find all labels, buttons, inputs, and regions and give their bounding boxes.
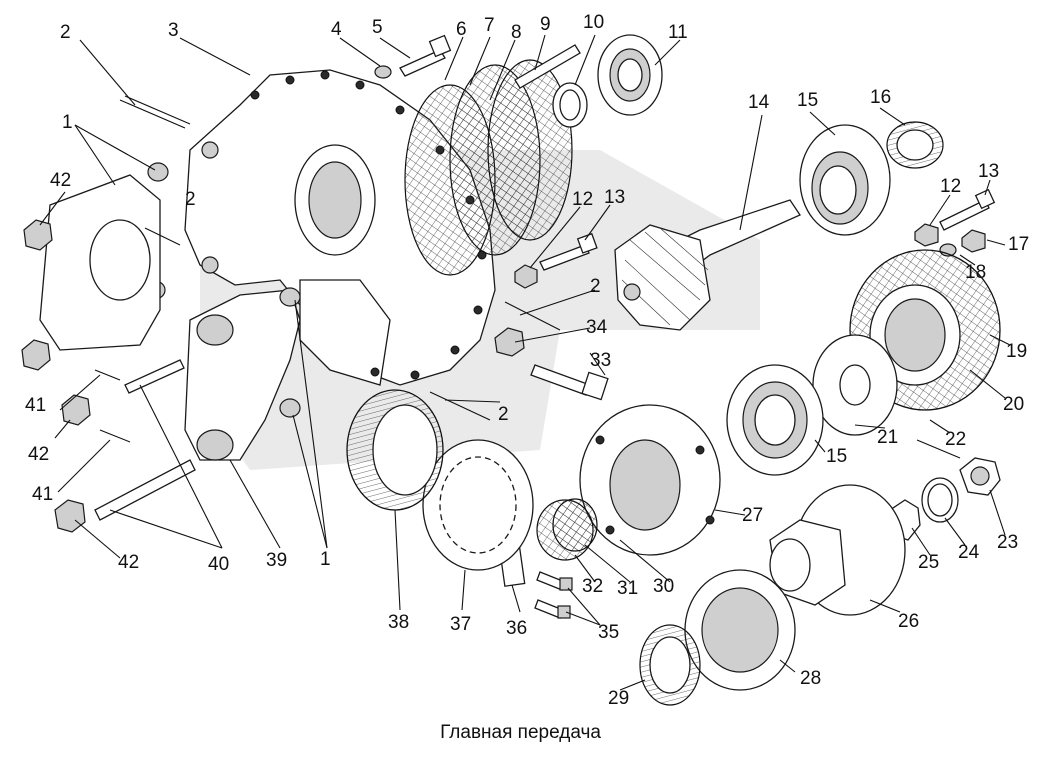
part-bearing-38	[346, 389, 444, 511]
callout-35: 35	[598, 622, 619, 643]
part-seal-28	[684, 569, 796, 691]
callout-14: 14	[748, 92, 770, 113]
callout-36: 36	[506, 618, 527, 639]
callout-1: 1	[320, 549, 331, 570]
part-flange-19	[849, 249, 1001, 411]
callout-34: 34	[586, 317, 608, 338]
callout-19: 19	[1006, 341, 1027, 362]
callout-26: 26	[898, 611, 919, 632]
part-sleeve-29	[639, 624, 701, 706]
callout-28: 28	[800, 668, 821, 689]
callout-20: 20	[1003, 394, 1024, 415]
part-ring	[552, 82, 588, 128]
callout-6: 6	[456, 19, 467, 40]
callout-38: 38	[388, 612, 409, 633]
callout-2: 2	[590, 276, 601, 297]
leader-lines	[39, 34, 1011, 691]
callout-24: 24	[958, 542, 980, 563]
callout-18: 18	[965, 262, 986, 283]
callout-42: 42	[118, 552, 139, 573]
callout-41: 41	[32, 484, 53, 505]
callout-17: 17	[1008, 234, 1029, 255]
part-cover-27	[579, 404, 721, 556]
callout-15: 15	[826, 446, 847, 467]
callout-31: 31	[617, 578, 638, 599]
callout-42: 42	[50, 170, 71, 191]
part-drive-flange-26	[769, 484, 906, 616]
part-bearing-15-upper	[799, 124, 891, 236]
part-sleeve-16	[886, 121, 944, 169]
part-bolts-35	[534, 571, 573, 619]
part-shims	[404, 59, 573, 276]
part-bearing-15-lower	[726, 364, 824, 476]
callout-11: 11	[668, 22, 688, 43]
callout-7: 7	[484, 15, 495, 36]
callout-37: 37	[450, 614, 471, 635]
figure-caption: Главная передача	[440, 722, 601, 743]
callout-3: 3	[168, 20, 179, 41]
callout-21: 21	[877, 427, 898, 448]
part-studs-40	[94, 359, 196, 521]
part-bearing-cap-39	[184, 289, 301, 461]
callout-30: 30	[653, 576, 674, 597]
callout-1: 1	[62, 112, 73, 133]
callout-33: 33	[590, 350, 611, 371]
callout-15: 15	[797, 90, 818, 111]
callout-9: 9	[540, 14, 551, 35]
part-hardware-right	[914, 188, 996, 257]
callout-22: 22	[945, 429, 966, 450]
callout-40: 40	[208, 554, 229, 575]
callout-13: 13	[978, 161, 999, 182]
callout-23: 23	[997, 532, 1018, 553]
part-nut-bolt-upper	[514, 232, 598, 289]
callout-39: 39	[266, 550, 287, 571]
callout-2: 2	[185, 189, 196, 210]
part-splined-disk-21	[812, 334, 898, 436]
callout-25: 25	[918, 552, 939, 573]
part-washer-bolt	[374, 34, 452, 79]
callout-2: 2	[498, 404, 509, 425]
part-seal-rings-30-32	[536, 498, 598, 561]
callout-8: 8	[511, 22, 522, 43]
callout-27: 27	[742, 505, 763, 526]
callout-4: 4	[331, 19, 342, 40]
callout-13: 13	[604, 187, 625, 208]
part-stud	[514, 44, 581, 89]
callout-labels: 1 1 2 2 2 2 3 4 5 6 7 8 9 10 11 12 12 13…	[25, 12, 1029, 709]
part-bearing-11	[597, 34, 663, 116]
callout-2: 2	[60, 22, 71, 43]
part-castle-nuts	[21, 219, 91, 533]
callout-12: 12	[572, 189, 593, 210]
callout-42: 42	[28, 444, 49, 465]
callout-12: 12	[940, 176, 961, 197]
part-pinion-shaft	[614, 199, 801, 331]
part-bolt-nut-33-34	[494, 327, 609, 401]
callout-41: 41	[25, 395, 46, 416]
callout-16: 16	[870, 87, 891, 108]
part-nut-washer-lower	[889, 457, 1001, 541]
part-ring-gear-37	[422, 439, 534, 571]
callout-32: 32	[582, 576, 603, 597]
callout-5: 5	[372, 17, 383, 38]
callout-29: 29	[608, 688, 629, 709]
part-cotter-pins	[94, 95, 961, 459]
part-cap-upper-left	[39, 174, 161, 351]
callout-10: 10	[583, 12, 604, 33]
